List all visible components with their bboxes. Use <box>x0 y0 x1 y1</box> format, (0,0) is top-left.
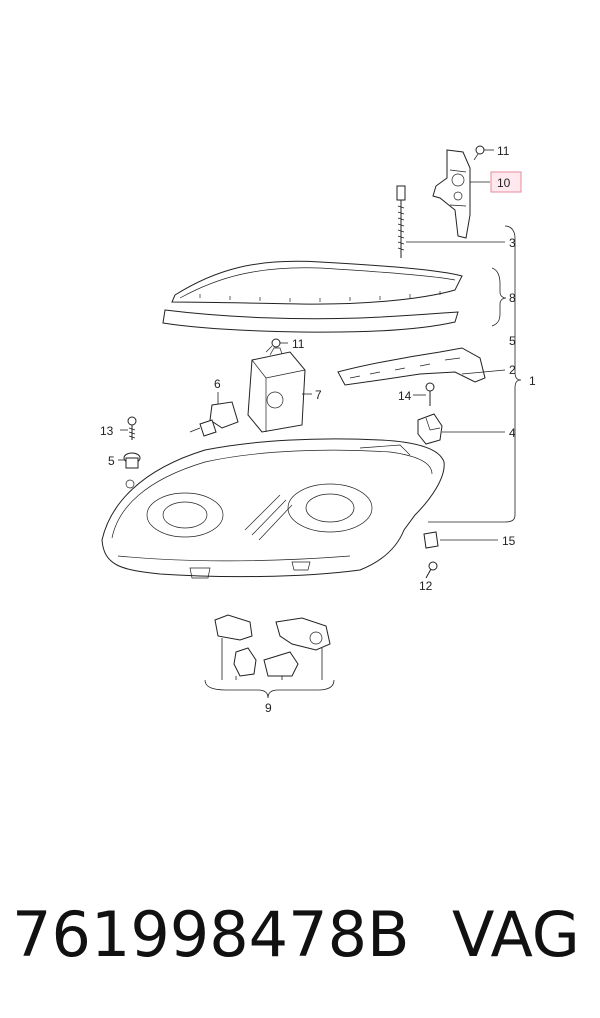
highlight-box-10 <box>490 171 522 193</box>
part-4-bracket <box>417 413 443 445</box>
part-11-screw-top <box>473 145 485 161</box>
brand-caption: VAG <box>452 898 580 971</box>
part-9-repair-kit <box>214 614 331 677</box>
leader-lines <box>118 149 522 699</box>
part-12-screw <box>425 561 438 579</box>
part-11-screw-mid <box>265 338 281 353</box>
part-7-control-unit <box>247 347 306 433</box>
callout-9: 9 <box>265 701 272 715</box>
callout-3: 3 <box>509 236 516 250</box>
callout-8: 8 <box>509 291 516 305</box>
callout-11-top: 11 <box>497 144 510 158</box>
part-5-grommet <box>123 452 141 469</box>
callout-1: 1 <box>529 374 536 388</box>
part-3-adjuster-rod <box>396 185 406 258</box>
callout-10: 10 <box>497 176 511 190</box>
callout-15: 15 <box>502 534 516 548</box>
callout-5-right: 5 <box>509 334 516 348</box>
part-10-bracket <box>432 149 471 239</box>
callout-2: 2 <box>509 363 516 377</box>
part-6-bulb <box>189 401 239 437</box>
callout-13: 13 <box>100 424 114 438</box>
headlight-housing <box>101 438 445 579</box>
part-13-screw <box>127 416 137 440</box>
part-2-mounting-rail <box>337 347 486 386</box>
callout-5-left: 5 <box>108 454 115 468</box>
part-14-screw <box>425 382 435 406</box>
callout-4: 4 <box>509 426 516 440</box>
callout-14: 14 <box>398 389 412 403</box>
callout-6: 6 <box>214 377 221 391</box>
callout-7: 7 <box>315 388 322 402</box>
part-number-caption: 761998478B <box>12 898 410 971</box>
callout-12: 12 <box>419 579 433 593</box>
part-8-trim-strips <box>162 260 463 333</box>
part-15-clip <box>423 531 439 549</box>
callout-11-mid: 11 <box>292 337 305 351</box>
